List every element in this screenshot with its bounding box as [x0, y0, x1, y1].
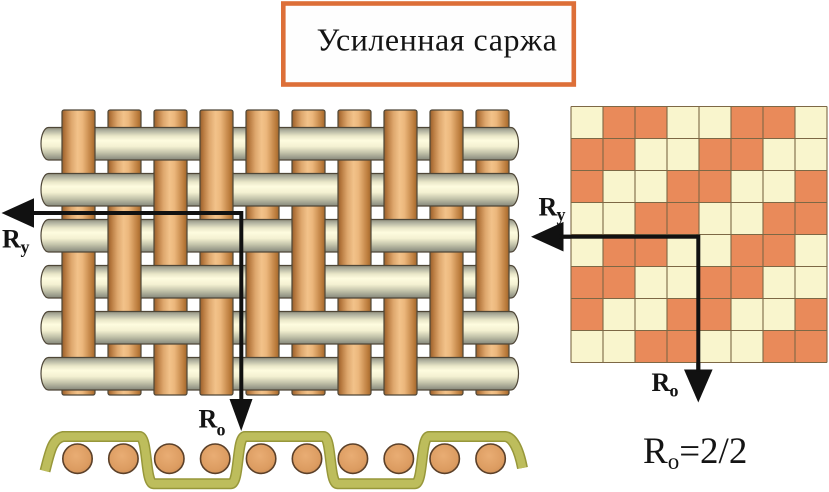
svg-text:R: R [539, 193, 558, 222]
svg-text:у: у [21, 237, 30, 257]
svg-text:Rо=2/2: Rо=2/2 [643, 431, 747, 474]
svg-text:R: R [652, 368, 671, 397]
svg-text:R: R [199, 405, 218, 434]
svg-text:о: о [217, 420, 226, 440]
svg-text:о: о [670, 381, 679, 401]
svg-text:Усиленная саржа: Усиленная саржа [317, 22, 558, 58]
svg-text:R: R [2, 225, 21, 254]
svg-text:у: у [557, 205, 566, 225]
